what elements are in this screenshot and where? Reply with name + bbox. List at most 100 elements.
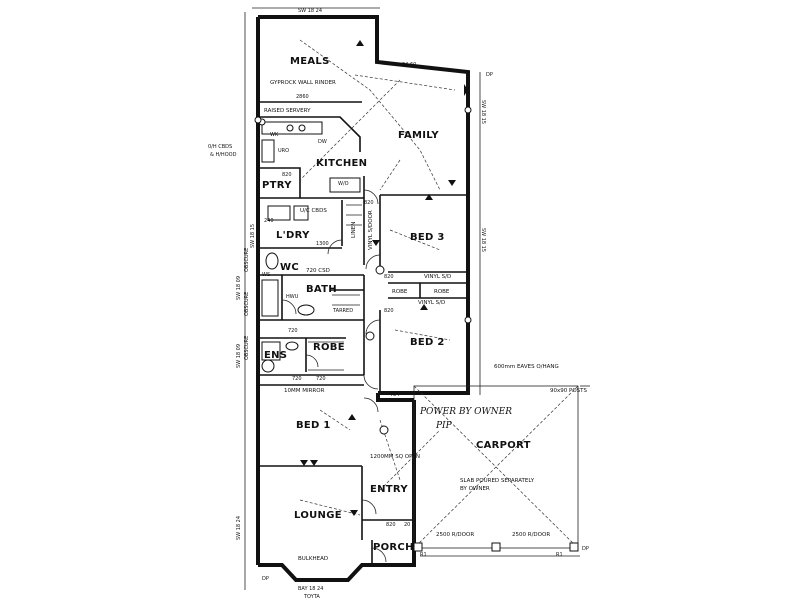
light-icon: [420, 304, 428, 310]
shower-icon: [261, 341, 281, 361]
note-ref-p2: R1: [556, 552, 563, 558]
room-linen: LINEN: [351, 222, 357, 238]
light-icon: [348, 414, 356, 420]
note-sw-right-a: SW 18 15: [480, 100, 486, 124]
note-dp-a: DP: [262, 576, 269, 582]
note-dp-c: DP: [486, 72, 493, 78]
note-820-c: 820: [384, 274, 394, 280]
note-uc-cbds: U/C CBDS: [300, 208, 327, 214]
carport: [413, 385, 590, 557]
room-bed2: BED 2: [410, 337, 445, 348]
note-opening: 1200MM SQ OPEN: [370, 454, 420, 460]
note-sw-left-b: SW 18 09: [236, 276, 242, 300]
room-robe-b: ROBE: [434, 289, 450, 295]
note-wo: W/O: [338, 181, 349, 187]
light-icon: [310, 460, 318, 466]
note-820-e: 820: [386, 522, 396, 528]
note-raised-servery: RAISED SERVERY: [264, 108, 311, 114]
note-csd: 720 CSD: [306, 268, 330, 274]
note-posts: 90x90 POSTS: [550, 388, 587, 394]
power-point-icon: [464, 106, 472, 114]
note-bay-sub: TOYTA: [303, 594, 320, 600]
note-1300: 1300: [316, 241, 329, 247]
note-hwu: HWU: [286, 294, 299, 300]
room-laundry: L'DRY: [276, 230, 310, 241]
laundry-tub-icon: [267, 205, 291, 221]
room-porch: PORCH: [373, 542, 414, 553]
note-pip: PIP: [435, 421, 453, 431]
bathtub-icon: [261, 279, 279, 317]
light-icon: [350, 510, 358, 516]
note-vinyl-sdoor: VINYL S/DOOR: [368, 210, 374, 250]
light-icon: [300, 460, 308, 466]
note-720-a: 720: [292, 376, 302, 382]
interior-walls: [258, 101, 468, 565]
note-dp-b: DP: [582, 546, 589, 552]
note-sw-left-c: SW 18 09: [236, 344, 242, 368]
note-720-b: 720: [316, 376, 326, 382]
note-820-b: 820: [364, 200, 374, 206]
fixtures: [261, 121, 362, 373]
basin-icon: [297, 304, 315, 316]
note-hood: & H/HOOD: [210, 152, 237, 158]
light-icon: [448, 180, 456, 186]
note-240: 240: [264, 218, 274, 224]
note-sw-left-a: SW 18 15: [250, 224, 256, 248]
wiring-runs: [299, 39, 456, 516]
electrical-symbols: [254, 40, 472, 516]
room-bed3: BED 3: [410, 232, 445, 243]
room-entry: ENTRY: [370, 484, 408, 495]
note-uro: URO: [278, 148, 289, 154]
note-2500b: 2500 R/DOOR: [512, 532, 550, 538]
cooktop-icon: [329, 177, 361, 193]
room-bath: BATH: [306, 284, 337, 295]
room-robe-a: ROBE: [392, 289, 408, 295]
post-1: [413, 542, 423, 552]
note-vinyl-sd-a: VINYL S/D: [424, 274, 451, 280]
toilet-icon: [261, 359, 275, 373]
sink-icon: [298, 124, 306, 132]
note-dw: DW: [318, 139, 327, 145]
room-ensuite: ENS: [264, 350, 287, 361]
fridge-space: [261, 139, 275, 163]
room-robe-ensuite: ROBE: [313, 342, 345, 353]
note-vinyl-sd-b: VINYL S/D: [418, 300, 445, 306]
note-eaves: 600mm EAVES O/HANG: [494, 364, 559, 370]
light-icon: [356, 40, 364, 46]
note-slab: SLAB POURED SEPARATELY: [460, 478, 535, 484]
light-icon: [464, 84, 468, 96]
washer-icon: [293, 205, 309, 221]
doors: [281, 189, 387, 563]
room-pantry: PTRY: [262, 180, 292, 191]
room-bed1: BED 1: [296, 420, 331, 431]
exterior-walls: [244, 7, 481, 590]
note-power-owner: POWER BY OWNER: [419, 407, 512, 417]
note-sw-top: SW 18 24: [298, 8, 322, 14]
note-wk: WK: [270, 132, 279, 138]
note-by-owner: BY OWNER: [460, 486, 490, 492]
note-720-c: 720: [288, 328, 298, 334]
note-sw-right-b: SW 18 15: [480, 228, 486, 252]
note-2460: 24 60: [402, 62, 416, 68]
room-carport: CARPORT: [476, 440, 531, 451]
power-point-icon: [254, 116, 262, 124]
light-icon: [372, 240, 380, 246]
note-20: 20: [404, 522, 410, 528]
note-obscure-a: OBSCURE: [244, 248, 250, 272]
smoke-alarm-icon: [379, 425, 389, 435]
note-tarred: TARRED: [332, 308, 353, 314]
note-2860: 2860: [296, 94, 309, 100]
post-3: [569, 542, 579, 552]
note-obscure-c: OBSCURE: [244, 336, 250, 360]
note-gyprock: GYPROCK WALL RINDER: [270, 80, 336, 86]
light-icon: [425, 194, 433, 200]
power-point-icon: [464, 316, 472, 324]
basin-icon: [285, 341, 299, 351]
smoke-alarm-icon: [375, 265, 385, 275]
note-ref-p1: R1: [420, 552, 427, 558]
sink-icon: [286, 124, 294, 132]
note-2500: 2500 R/DOOR: [436, 532, 474, 538]
note-obscure-b: OBSCURE: [244, 292, 250, 316]
smoke-alarm-icon: [365, 331, 375, 341]
note-ws: WS: [262, 272, 270, 278]
